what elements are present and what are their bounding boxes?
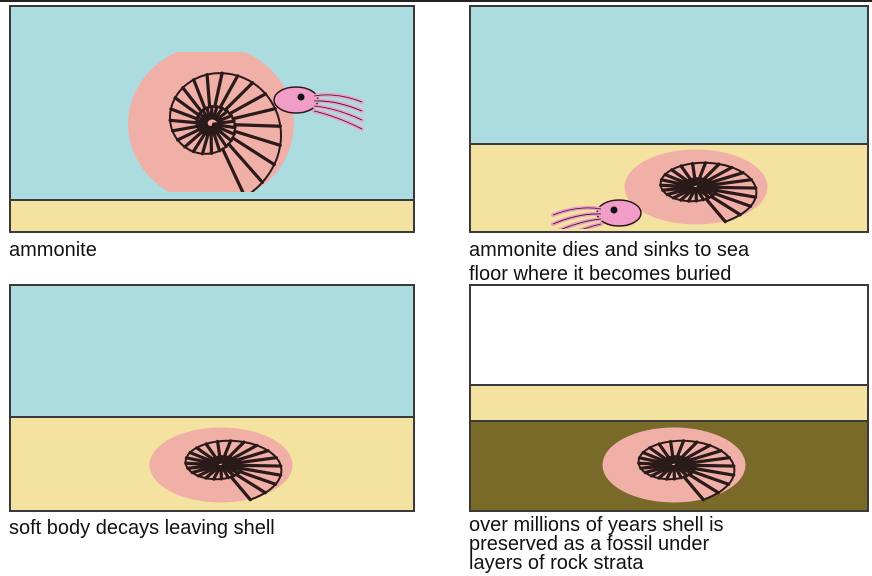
ammonite-fossil-icon — [569, 424, 779, 506]
caption-line: floor where it becomes buried — [469, 262, 749, 286]
sea-water — [11, 286, 413, 416]
caption-panel-1: ammonite — [9, 238, 97, 262]
sea-water — [471, 7, 867, 143]
upper-sediment-layer — [471, 384, 867, 422]
caption-line: ammonite dies and sinks to sea — [469, 238, 749, 262]
panel-body-decays — [9, 284, 415, 512]
sea-floor-sediment — [11, 199, 413, 231]
ammonite-living-icon — [106, 52, 376, 192]
caption-panel-2: ammonite dies and sinks to sea floor whe… — [469, 238, 749, 286]
caption-panel-4: over millions of years shell is preserve… — [469, 516, 724, 573]
panel-fossilized — [469, 284, 869, 512]
panel-dies-and-sinks — [469, 5, 869, 233]
top-border-line — [0, 0, 872, 2]
air-above — [471, 286, 867, 384]
ammonite-shell-icon — [116, 424, 326, 506]
panel-ammonite — [9, 5, 415, 233]
ammonite-dead-buried-icon — [551, 147, 791, 229]
caption-line: ammonite — [9, 238, 97, 262]
caption-line: layers of rock strata — [469, 554, 724, 573]
caption-line: soft body decays leaving shell — [9, 516, 275, 540]
caption-panel-3: soft body decays leaving shell — [9, 516, 275, 540]
